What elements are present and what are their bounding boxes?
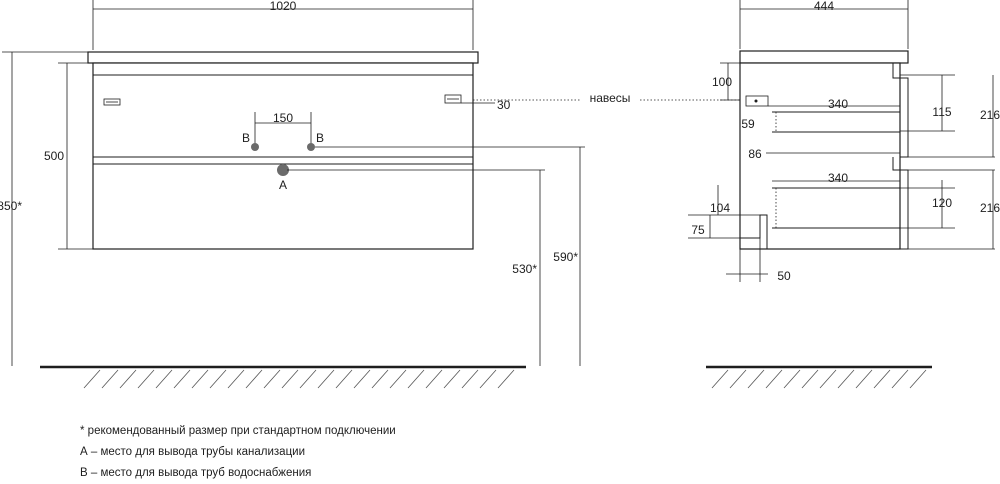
floor-hatch-line [173,369,191,389]
note-drain: А – место для вывода трубы канализации [80,446,306,458]
floor-hatch-line [461,369,479,389]
dim-115: 115 [932,105,951,119]
water-outlet-left [251,143,259,151]
floor-hatch-line [353,369,371,389]
hinge-marker-left [103,98,121,106]
floor-hatch-line [819,369,837,389]
floor-hatch-line [317,369,335,389]
floor-hatch-line [443,369,461,389]
floor-hatch-line [729,369,747,389]
dim-top-offset: 100 [712,75,732,89]
floor-hatch-line [227,369,245,389]
floor-hatch-line [407,369,425,389]
floor-hatch-line [837,369,855,389]
floor-hatch-line [425,369,443,389]
floor-hatch-line [263,369,281,389]
floor-hatch-line [479,369,497,389]
side-hinge [745,95,769,107]
label-a: A [279,178,287,192]
dim-drain-height: 530* [512,262,537,276]
floor-hatch-line [747,369,765,389]
dim-120: 120 [932,196,952,210]
floor-hatch-line [497,369,515,389]
dim-front-height: 500 [44,149,64,163]
note-recommended: * рекомендованный размер при стандартном… [80,425,396,437]
dim-75: 75 [691,223,705,237]
floor-hatch-line [909,369,927,389]
water-outlet-right [307,143,315,151]
dim-front-width: 1020 [270,0,297,13]
dim-50: 50 [777,269,791,283]
floor-hatch-line [281,369,299,389]
note-water: В – место для вывода труб водоснабжения [80,467,312,479]
front-countertop [87,51,479,64]
side-countertop [739,50,909,64]
dim-59: 59 [741,117,755,131]
floor-hatch-line [191,369,209,389]
floor-hatch-line [101,369,119,389]
label-b-right: B [316,131,324,145]
front-cabinet [92,62,474,250]
dim-inner-depth-top: 340 [828,97,848,111]
floor-hatch-line [873,369,891,389]
floor-hatch-line [891,369,909,389]
label-b-left: B [242,131,250,145]
floor-hatch-line [371,369,389,389]
floor-hatch-line [155,369,173,389]
dim-216-bottom: 216 [980,201,1000,215]
floor-hatch-line [209,369,227,389]
floor-hatch-line [119,369,137,389]
dim-86: 86 [748,147,762,161]
notes: * рекомендованный размер при стандартном… [80,421,396,484]
side-cabinet [739,62,901,250]
dim-water-height: 590* [553,250,578,264]
hinge-marker-right [444,94,462,104]
side-floor-hatching [711,369,927,389]
dim-side-depth: 444 [814,0,834,13]
dim-104: 104 [710,201,730,215]
floor-hatch-line [711,369,729,389]
technical-drawing: 1020 500 850* 150 B B A 30 530* 590* [0,0,1000,389]
floor-hatch-line [783,369,801,389]
floor-hatch-line [855,369,873,389]
floor-hatch-line [299,369,317,389]
floor-hatch-line [137,369,155,389]
hinges-label: навесы [590,91,631,105]
floor-hatch-line [245,369,263,389]
floor-hatch-line [335,369,353,389]
floor-hatch-line [83,369,101,389]
dim-total-height: 850* [0,199,22,213]
dim-inner-depth-bottom: 340 [828,171,848,185]
dim-hinge-offset: 30 [497,98,511,112]
floor-hatch-line [765,369,783,389]
front-view: 1020 500 850* 150 B B A 30 530* 590* [0,0,585,389]
dim-216-top: 216 [980,108,1000,122]
floor-hatch-line [801,369,819,389]
front-floor-hatching [83,369,515,389]
drain-outlet [277,164,289,176]
side-view: 444 100 340 59 86 340 115 120 216 [688,0,1000,389]
dim-pipe-spacing: 150 [273,111,293,125]
floor-hatch-line [389,369,407,389]
